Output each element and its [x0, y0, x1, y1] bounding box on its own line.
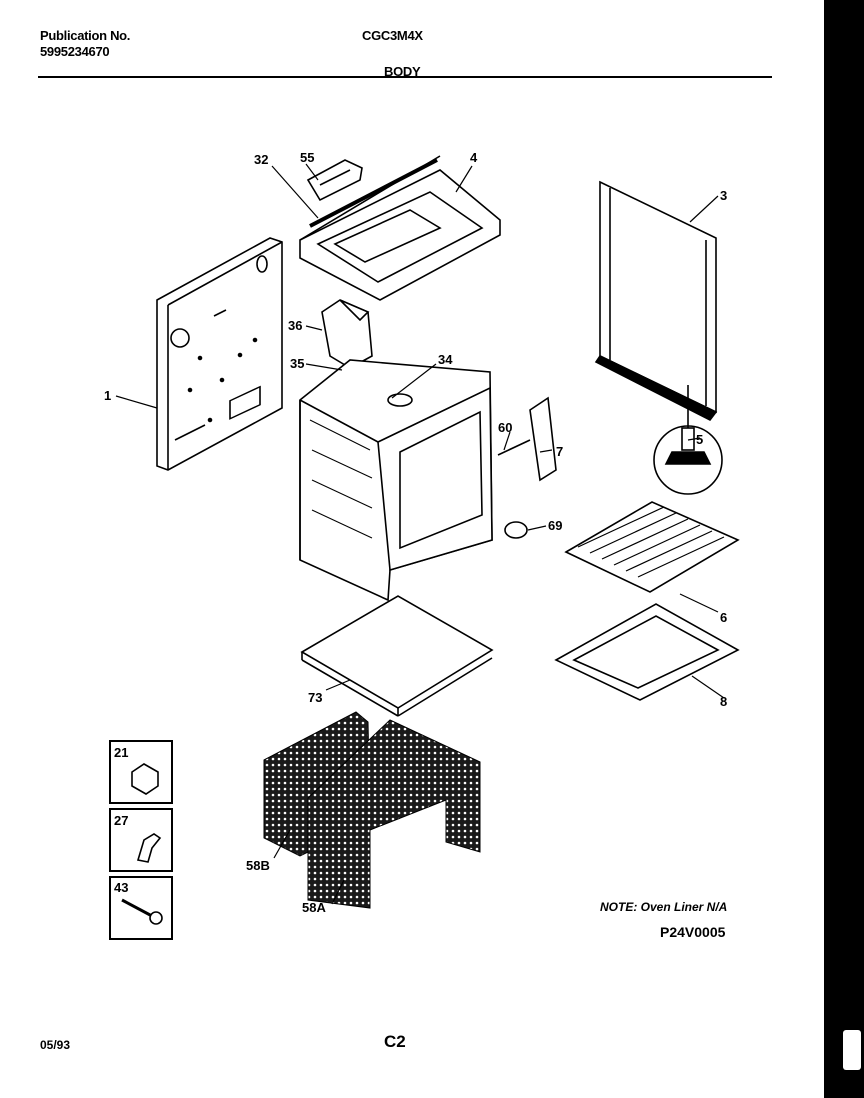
plug-button: [504, 521, 528, 539]
model-number: CGC3M4X: [362, 28, 423, 43]
exploded-view-drawing: 1 32 55 4 3 5 36 35 34 60 7 69 6 8 73 58…: [104, 150, 740, 940]
callout-8: 8: [720, 694, 727, 709]
callout-6: 6: [720, 610, 727, 625]
hardware-box-bracket: [109, 808, 173, 872]
diagram-code: P24V0005: [660, 924, 726, 940]
callout-3: 3: [720, 188, 727, 203]
oven-cavity-body: [299, 359, 493, 602]
callout-58b: 58B: [246, 858, 270, 873]
callout-69: 69: [548, 518, 562, 533]
oven-liner-note: NOTE: Oven Liner N/A: [600, 900, 728, 914]
hardware-43: 43: [114, 880, 128, 895]
leader-lines: [115, 163, 725, 905]
publication-label: Publication No.: [40, 28, 131, 43]
header-rule: [38, 76, 772, 78]
callout-7: 7: [556, 444, 563, 459]
leveling-leg-detail: [653, 385, 723, 495]
callout-58a: 58A: [302, 900, 326, 915]
side-panel: [594, 180, 718, 422]
callout-32: 32: [254, 152, 268, 167]
publication-number: 5995234670: [40, 44, 110, 59]
page-number: C2: [384, 1032, 406, 1051]
insulation-blanket: [263, 711, 481, 909]
callout-1: 1: [104, 388, 111, 403]
callout-4: 4: [470, 150, 478, 165]
publication-date: 05/93: [40, 1038, 71, 1052]
oven-rack: [564, 501, 740, 593]
callout-60: 60: [498, 420, 512, 435]
callout-34: 34: [438, 352, 453, 367]
section-title: BODY: [384, 64, 421, 79]
callout-35: 35: [290, 356, 304, 371]
scan-border: [824, 0, 864, 1098]
scan-border-mark: [843, 1030, 861, 1070]
callout-5: 5: [696, 432, 703, 447]
hinge-parts: [497, 396, 557, 482]
back-panel: [156, 237, 283, 471]
callout-55: 55: [300, 150, 314, 165]
hardware-27: 27: [114, 813, 128, 828]
hardware-box-screw: [109, 876, 173, 940]
flue-duct: [321, 299, 373, 369]
hardware-21: 21: [114, 745, 128, 760]
hardware-box-clip: [109, 740, 173, 804]
callout-73: 73: [308, 690, 322, 705]
top-frame: [299, 155, 501, 301]
broiler-pan: [554, 603, 740, 701]
oven-bottom-panel: [300, 595, 494, 717]
callout-36: 36: [288, 318, 302, 333]
top-bracket: [306, 159, 363, 202]
